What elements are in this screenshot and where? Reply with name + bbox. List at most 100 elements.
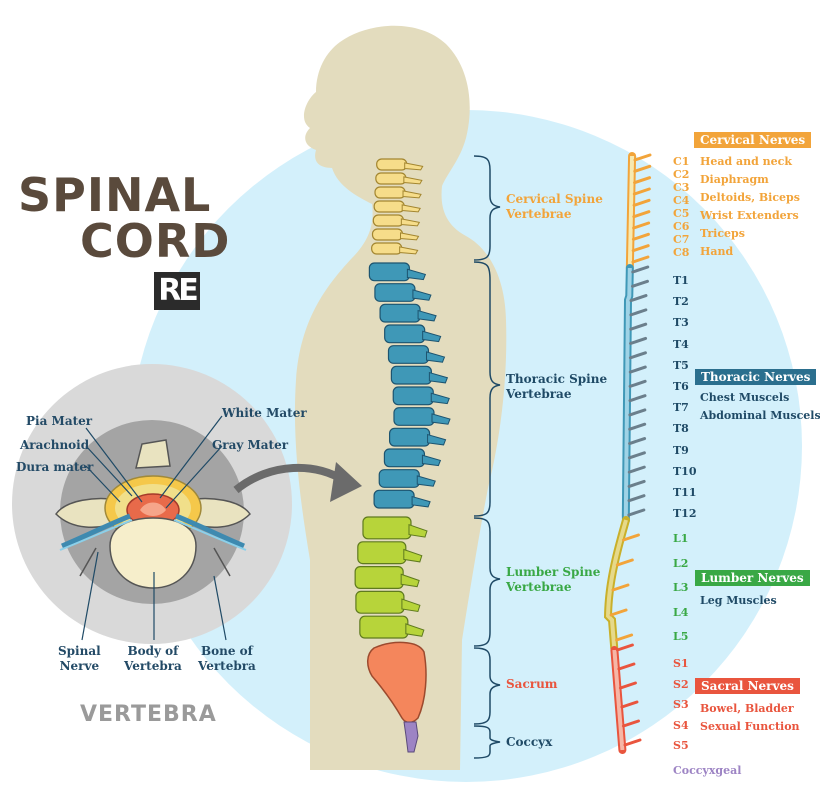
vertebra-body (383, 448, 426, 468)
nerve-root (621, 533, 640, 542)
label-pia-mater: Pia Mater (26, 414, 93, 428)
nerve-root (629, 294, 648, 303)
segment-code-l1: L1 (673, 532, 689, 545)
function-leg: Leg Muscles (700, 594, 777, 607)
vertebra-body (388, 427, 431, 447)
region-cervical: Cervical Spine Vertebrae (506, 192, 603, 222)
nerve-root (628, 365, 647, 374)
vertebra-leader-lines (81, 415, 227, 641)
region-thoracic: Thoracic Spine Vertebrae (506, 372, 607, 402)
logo: RE (154, 272, 200, 310)
cord-segment-core (623, 267, 632, 521)
vertebra-process (408, 523, 428, 538)
nerve-root (615, 558, 634, 567)
vertebra-process (417, 309, 437, 322)
vertebra-process (400, 573, 420, 588)
vertebra-process (427, 433, 447, 446)
cervical-function: Diaphragm (700, 173, 769, 186)
nerve-root (629, 336, 648, 345)
segment-code-s3: S3 (673, 698, 689, 711)
vertebra-body (392, 386, 434, 406)
vertebra-body (373, 200, 405, 213)
vertebra-process (401, 598, 421, 613)
vertebra-body (359, 615, 409, 639)
vertebra-process (431, 413, 451, 425)
nerve-root (629, 322, 648, 331)
nerve-root (628, 379, 647, 388)
nerve-root (630, 279, 649, 288)
nerve-root (633, 164, 652, 173)
vertebra-body (374, 283, 416, 302)
segment-code-l3: L3 (673, 581, 689, 594)
nerve-root (628, 351, 647, 360)
function-abdominal: Abdominal Muscels (700, 409, 820, 422)
nerve-root (627, 479, 646, 488)
nerve-root (632, 198, 651, 207)
tag-cervical-nerves: Cervical Nerves (694, 132, 812, 148)
segment-code-c4: C4 (673, 194, 690, 207)
nerve-root (627, 465, 646, 474)
segment-code-t10: T10 (673, 464, 697, 478)
vertebra-process (422, 330, 442, 343)
vertebra-body (375, 172, 407, 185)
vertebra-process (400, 218, 421, 227)
nerve-root (609, 608, 628, 617)
vertebra-process (405, 623, 425, 637)
vertebra-body (390, 365, 432, 385)
nerve-root (631, 255, 650, 264)
region-lumbar: Lumber Spine Vertebrae (506, 565, 600, 595)
segment-code-c5: C5 (673, 207, 690, 220)
nerve-root (631, 265, 650, 274)
vertebra-process (401, 204, 421, 213)
segment-code-c7: C7 (673, 233, 690, 246)
vertebra-process (400, 232, 420, 241)
vertebra-body (378, 469, 420, 488)
nerve-root (633, 176, 652, 185)
region-thoracic-line-2: Vertebrae (506, 387, 572, 401)
segment-code-c8: C8 (673, 246, 690, 259)
cord-segment-core (606, 519, 628, 649)
region-sacrum: Sacrum (506, 677, 558, 691)
vertebra-process (416, 475, 436, 487)
vertebra-body (374, 186, 406, 199)
vertebra-title: VERTEBRA (80, 702, 217, 727)
vertebra-process (428, 371, 449, 384)
nerve-root (632, 187, 651, 196)
segment-code-t3: T3 (673, 316, 689, 330)
segment-code-c3: C3 (673, 181, 690, 194)
segment-code-t4: T4 (673, 337, 689, 351)
vertebra-process (430, 392, 450, 405)
segment-code-t8: T8 (673, 422, 689, 436)
cord-segment-core (627, 155, 635, 269)
nerve-root (633, 153, 652, 162)
vertebra-process (399, 246, 419, 255)
nerve-root (628, 437, 647, 446)
cord-segment-core (612, 649, 625, 751)
segment-code-t2: T2 (673, 295, 689, 309)
region-lumbar-line-1: Lumber Spine (506, 565, 601, 579)
vertebra-body (362, 516, 412, 540)
segment-code-s4: S4 (673, 718, 689, 732)
nerve-root (615, 643, 634, 652)
cervical-function: Hand (700, 245, 734, 258)
vertebra-process (421, 454, 442, 467)
label-body-line-1: Body of (127, 644, 179, 658)
vertebra-body (373, 489, 415, 509)
segment-code-l5: L5 (673, 630, 689, 643)
coccyx (403, 721, 419, 753)
vertebra-body (371, 242, 403, 255)
segment-code-t5: T5 (673, 358, 689, 372)
segment-code-l2: L2 (673, 556, 689, 570)
vertebra-illustration (55, 439, 251, 589)
title-line-1: SPINAL (18, 168, 212, 222)
region-coccyx: Coccyx (506, 735, 553, 749)
label-spinal-nerve: Spinal Nerve (58, 644, 101, 674)
nerve-root (632, 210, 651, 219)
nerve-root (631, 232, 650, 241)
cervical-function: Triceps (700, 227, 745, 240)
cervical-function: Wrist Extenders (700, 209, 799, 222)
segment-code-l4: L4 (673, 605, 689, 619)
nerve-root (631, 244, 650, 253)
label-white-mater: White Mater (222, 406, 307, 420)
